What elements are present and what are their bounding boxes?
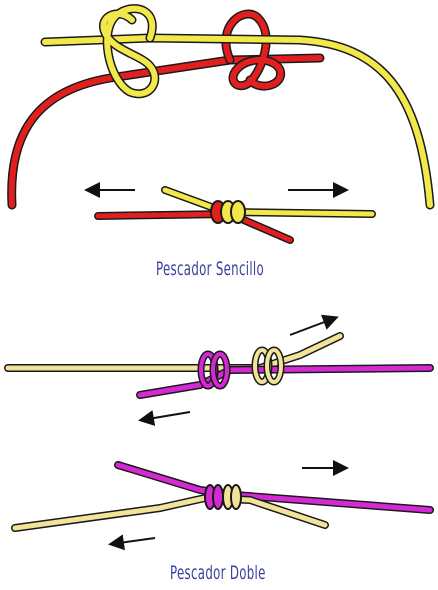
double-knot-tight-illustration — [15, 465, 430, 544]
caption-double-knot: Pescador Doble — [170, 562, 266, 584]
knot-coils — [211, 201, 245, 223]
double-knot-loose-illustration — [8, 318, 430, 420]
caption-single-knot: Pescador Sencillo — [156, 258, 264, 280]
arrow-right-icon — [290, 318, 335, 335]
single-knot-loose-illustration — [12, 9, 430, 205]
arrow-left-icon — [142, 412, 190, 420]
yellow-rope — [45, 9, 430, 205]
arrow-left-icon — [112, 538, 155, 544]
tight-coils — [205, 485, 241, 509]
single-knot-tight-illustration — [88, 190, 372, 240]
